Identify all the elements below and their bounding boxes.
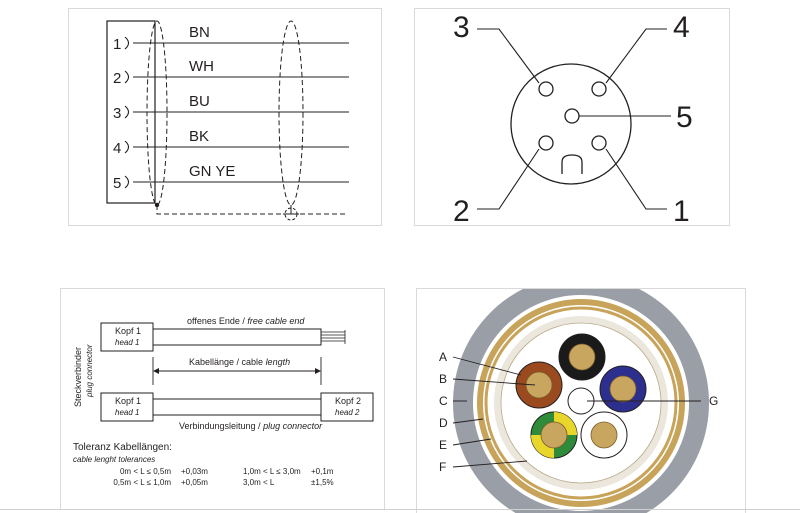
arrow-left-icon <box>153 368 159 374</box>
head1-label-top-italic: head 1 <box>115 338 139 347</box>
cross-section-label: E <box>439 438 447 452</box>
tolerance-range: 3,0m < L <box>243 478 275 487</box>
shield-junction-dot <box>154 202 160 208</box>
head1-label-top: Kopf 1 <box>115 326 141 336</box>
cable-cross-section-panel: A B C D E F G <box>416 288 746 513</box>
ground-icon <box>283 207 299 221</box>
tolerance-range: 0m < L ≤ 0,5m <box>120 467 171 476</box>
pin-number: 4 <box>113 140 121 157</box>
wiring-diagram-panel: 1 2 3 4 5 BN WH BU BK GN YE <box>68 8 382 226</box>
shield-outline <box>146 20 347 215</box>
wire-color-label: GN YE <box>189 163 235 180</box>
head2-label-italic: head 2 <box>335 408 360 417</box>
core-blue <box>599 365 647 413</box>
cross-section-label: G <box>709 394 718 408</box>
cross-section-label: A <box>439 350 447 364</box>
core-brown <box>515 361 563 409</box>
connecting-cable-label: Verbindungsleitung / plug connector <box>179 421 323 431</box>
side-label-italic: plug connector <box>85 344 94 398</box>
pin-number: 2 <box>113 70 121 87</box>
cable-cross-section: A B C D E F G <box>439 289 718 513</box>
core-black <box>558 333 606 381</box>
pin-number: 1 <box>113 36 121 53</box>
head2-box <box>320 392 374 422</box>
cross-section-label: F <box>439 460 446 474</box>
free-cable-end-strands <box>321 330 346 344</box>
tolerance-value: +0,1m <box>311 467 334 476</box>
wire-color-label: BK <box>189 128 209 145</box>
page-bottom-rule <box>0 509 800 510</box>
tolerance-value: ±1,5% <box>311 478 334 487</box>
head1-box-top <box>100 322 154 352</box>
head2-label: Kopf 2 <box>335 396 361 406</box>
connector-pinout-panel: 3 4 5 2 1 <box>414 8 730 226</box>
cable-bottom <box>152 398 322 416</box>
head1-label-bottom: Kopf 1 <box>115 396 141 406</box>
pin-label-3: 3 <box>453 11 470 44</box>
pin-label-1: 1 <box>673 195 690 225</box>
connector-face <box>510 63 632 185</box>
wire-color-label: BU <box>189 93 210 110</box>
tolerance-range: 1,0m < L ≤ 3,0m <box>243 467 301 476</box>
pin-leader-lines <box>477 28 671 210</box>
coding-key <box>561 154 583 174</box>
wiring-diagram: 1 2 3 4 5 BN WH BU BK GN YE <box>106 20 349 221</box>
tolerance-range: 0,5m < L ≤ 1,0m <box>113 478 171 487</box>
wire-color-label: BN <box>189 24 210 41</box>
core-green-yellow <box>530 411 578 459</box>
pin-label-2: 2 <box>453 195 470 225</box>
open-end-label: offenes Ende / free cable end <box>187 316 305 326</box>
cable-top <box>152 328 322 346</box>
wire-lines <box>124 36 349 189</box>
cable-length-panel: Steckverbinder plug connector Kopf 1 hea… <box>60 288 385 510</box>
side-label: Steckverbinder <box>73 347 83 407</box>
foil-shield <box>484 306 678 500</box>
cross-section-leader-lines <box>452 356 701 468</box>
cable-length-label: Kabellänge / cable length <box>189 357 290 367</box>
pin-label-5: 5 <box>676 101 693 134</box>
core-bundle-outline <box>500 322 662 484</box>
pin-number: 3 <box>113 105 121 122</box>
tolerance-value: +0,03m <box>181 467 208 476</box>
core-white <box>580 411 628 459</box>
head1-box-bottom <box>100 392 154 422</box>
pin-label-4: 4 <box>673 11 690 44</box>
tolerance-title: Toleranz Kabellängen: <box>73 442 172 453</box>
pin-number: 5 <box>113 175 121 192</box>
cross-section-label: D <box>439 416 448 430</box>
wire-color-label: WH <box>189 58 214 75</box>
head1-label-bottom-italic: head 1 <box>115 408 139 417</box>
tolerance-value: +0,05m <box>181 478 208 487</box>
connector-pinout: 3 4 5 2 1 <box>453 11 693 225</box>
cable-length-diagram: Steckverbinder plug connector Kopf 1 hea… <box>73 316 374 487</box>
cross-section-label: B <box>439 372 447 386</box>
arrow-right-icon <box>315 368 321 374</box>
tolerance-title-italic: cable lenght tolerances <box>73 455 155 464</box>
cross-section-label: C <box>439 394 448 408</box>
